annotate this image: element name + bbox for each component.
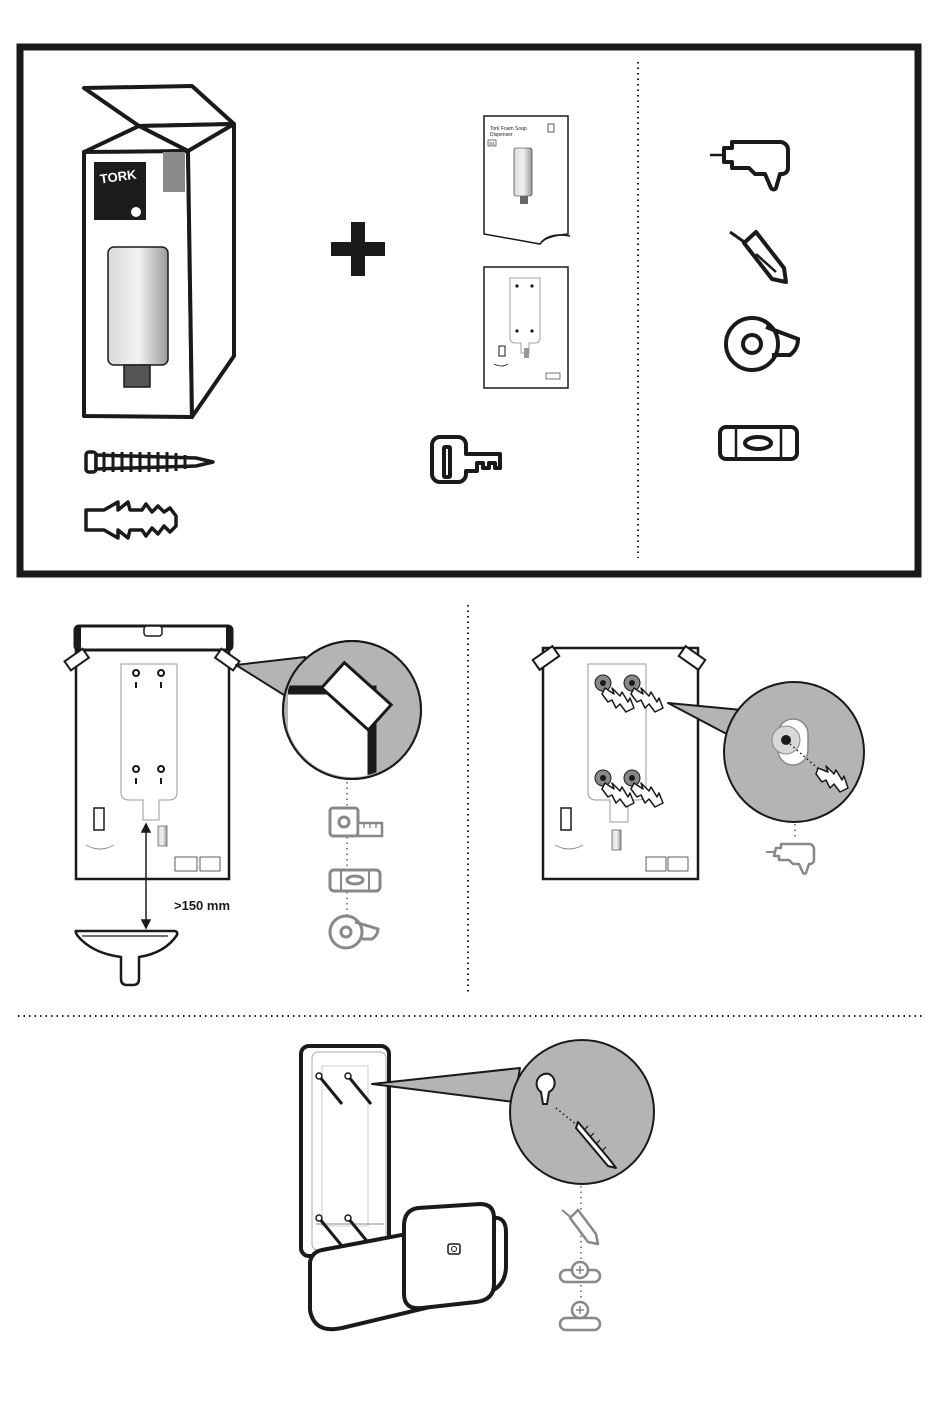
step1-callout bbox=[236, 641, 421, 790]
manual-title-line2: Dispenser bbox=[490, 132, 513, 138]
template-sheet-icon bbox=[484, 267, 568, 388]
step3-adjust-knob-icon-2 bbox=[560, 1302, 600, 1330]
step1-template-sheet bbox=[76, 648, 229, 879]
step3-adjust-knob-icon-1 bbox=[560, 1262, 600, 1282]
plus-icon bbox=[331, 222, 385, 276]
key-icon bbox=[432, 437, 500, 482]
step1-spirit-level-icon bbox=[330, 870, 380, 891]
screwdriver-icon bbox=[730, 232, 786, 282]
drill-icon bbox=[710, 142, 788, 189]
distance-label: >150 mm bbox=[174, 898, 230, 913]
step1-tape-icon bbox=[330, 916, 378, 948]
wall-plug-icon bbox=[86, 502, 176, 538]
tape-icon bbox=[726, 318, 798, 370]
screw-icon bbox=[86, 452, 213, 472]
step1-level-bar bbox=[75, 626, 232, 650]
step2-drill-icon bbox=[766, 844, 814, 874]
step2-template-sheet bbox=[543, 648, 698, 879]
step3-callout bbox=[372, 1040, 654, 1184]
sink-icon bbox=[76, 931, 178, 985]
step3-screwdriver-icon bbox=[562, 1210, 598, 1244]
package-box bbox=[84, 86, 234, 417]
manual-icon: Tork Foam Soap Dispenser S4 bbox=[484, 116, 570, 244]
step1-tape-measure-icon bbox=[330, 808, 382, 836]
spirit-level-icon bbox=[720, 427, 797, 459]
manual-badge: S4 bbox=[489, 141, 495, 146]
